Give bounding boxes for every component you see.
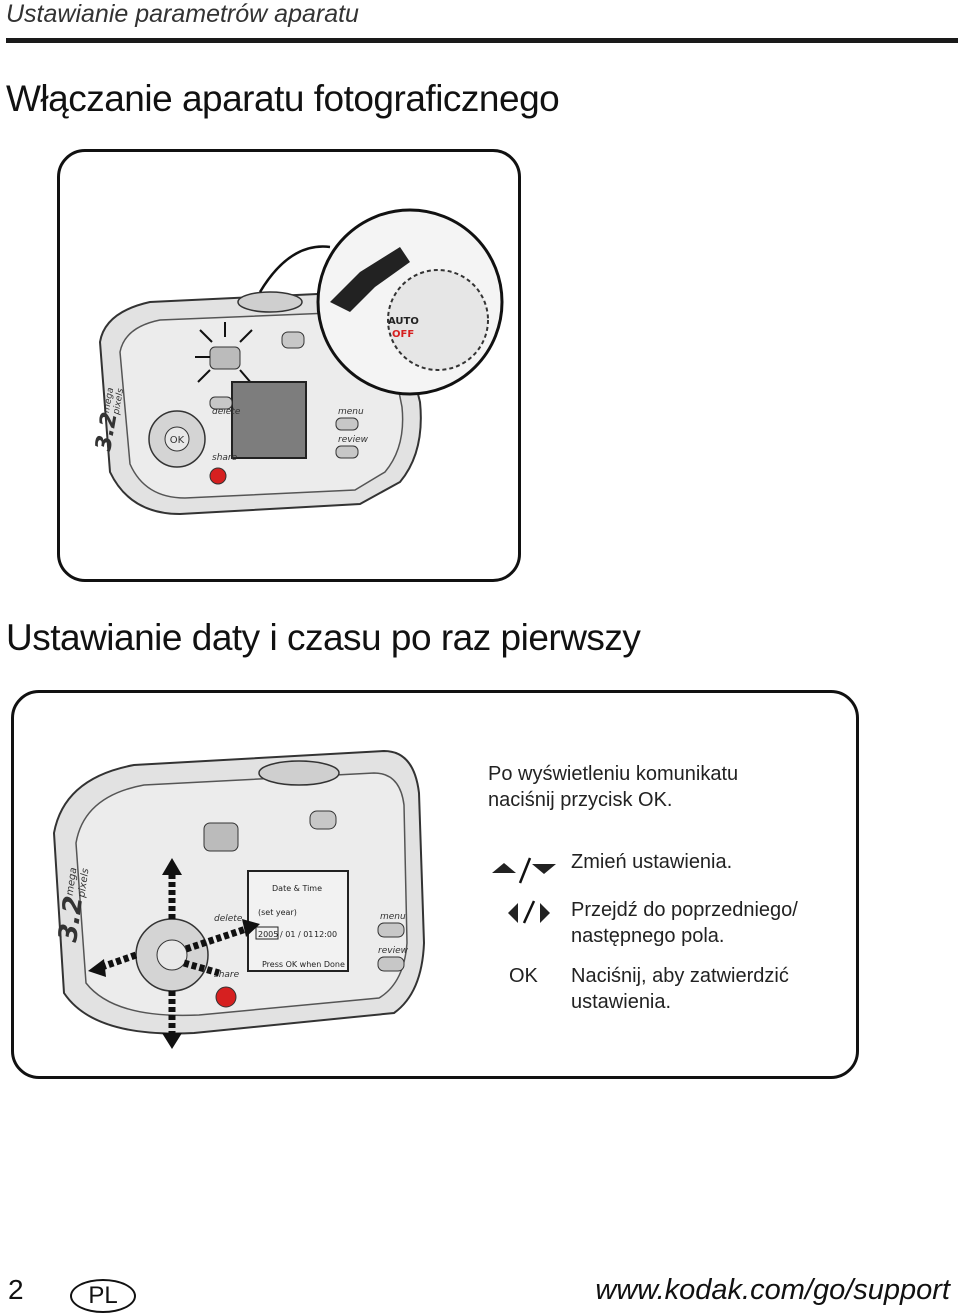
left-right-arrows-icon xyxy=(508,900,550,924)
ok-pointer-arrow-icon xyxy=(242,919,260,937)
up-down-arrows-icon xyxy=(492,857,556,884)
date-time-illustration-panel: Date & Time (set year) 2005 / 01 / 01 12… xyxy=(11,690,859,1079)
ok-key-label: OK xyxy=(509,965,538,987)
intro-line-1: Po wyświetleniu komunikatu xyxy=(488,763,739,785)
delete-label: delete xyxy=(212,407,241,417)
ok-button-label: OK xyxy=(170,435,185,446)
lcd-time: 12:00 xyxy=(314,930,337,939)
review-label: review xyxy=(378,946,409,956)
up-arrow-icon xyxy=(162,858,182,875)
viewfinder xyxy=(209,346,241,370)
lcd-date-rest: / 01 / 01 xyxy=(280,930,313,939)
share-button xyxy=(209,467,227,485)
intro-line-2: naciśnij przycisk OK. xyxy=(488,789,673,811)
dial-off-label: OFF xyxy=(392,329,414,340)
menu-button xyxy=(335,417,359,431)
section-title-date-time: Ustawianie daty i czasu po raz pierwszy xyxy=(6,617,641,658)
viewfinder xyxy=(203,822,239,852)
review-button xyxy=(335,445,359,459)
step-move-text-1: Przejdź do poprzedniego/ xyxy=(571,899,798,921)
menu-button xyxy=(377,922,405,938)
menu-label: menu xyxy=(338,407,364,417)
svg-text:mega: mega xyxy=(65,867,80,897)
flash-button xyxy=(281,331,305,349)
share-label: share xyxy=(212,453,238,463)
lcd-hint: Press OK when Done xyxy=(262,960,345,969)
rotate-arrow-icon xyxy=(330,247,410,312)
camera-power-illustration: OK delete share menu review 3.2 mega pix… xyxy=(91,208,504,516)
step-change-text: Zmień ustawienia. xyxy=(571,851,733,873)
lcd-screen xyxy=(231,381,307,459)
svg-text:pixels: pixels xyxy=(76,868,91,899)
review-button xyxy=(377,956,405,972)
lcd-title: Date & Time xyxy=(272,884,322,893)
language-badge: PL xyxy=(70,1279,136,1313)
step-confirm-text-1: Naciśnij, aby zatwierdzić xyxy=(571,965,789,987)
megapixel-badge: 3.2 mega pixels xyxy=(53,867,91,944)
svg-text:pixels: pixels xyxy=(112,388,127,417)
left-arrow-icon xyxy=(88,959,106,977)
lcd-field-label: (set year) xyxy=(258,908,297,917)
direction-arrows xyxy=(97,871,251,1038)
svg-text:mega: mega xyxy=(102,387,116,414)
camera-datetime-illustration: Date & Time (set year) 2005 / 01 / 01 12… xyxy=(52,749,556,1049)
support-url[interactable]: www.kodak.com/go/support xyxy=(595,1274,950,1306)
share-label: share xyxy=(214,970,240,980)
menu-label: menu xyxy=(380,912,406,922)
down-arrow-icon xyxy=(162,1033,182,1049)
dial-auto-label: AUTO xyxy=(388,316,419,327)
delete-label: delete xyxy=(214,914,243,924)
step-move-text-2: następnego pola. xyxy=(571,925,725,947)
share-button xyxy=(215,986,237,1008)
lcd-year: 2005 xyxy=(258,930,278,939)
svg-text:3.2: 3.2 xyxy=(53,894,89,944)
section-title-power-on: Włączanie aparatu fotograficznego xyxy=(6,78,560,119)
header-rule xyxy=(6,38,958,43)
megapixel-badge: 3.2 mega pixels xyxy=(91,387,127,453)
lcd-year-box xyxy=(255,926,279,940)
step-confirm-text-2: ustawienia. xyxy=(571,991,672,1013)
power-on-illustration-panel: OK delete share menu review 3.2 mega pix… xyxy=(57,149,521,582)
page-number: 2 xyxy=(8,1274,24,1305)
delete-button xyxy=(209,396,233,410)
review-label: review xyxy=(338,435,369,445)
running-header: Ustawianie parametrów aparatu xyxy=(6,0,359,28)
flash-button xyxy=(309,810,337,830)
lcd-screen xyxy=(247,870,349,972)
power-light-icon xyxy=(195,322,253,385)
